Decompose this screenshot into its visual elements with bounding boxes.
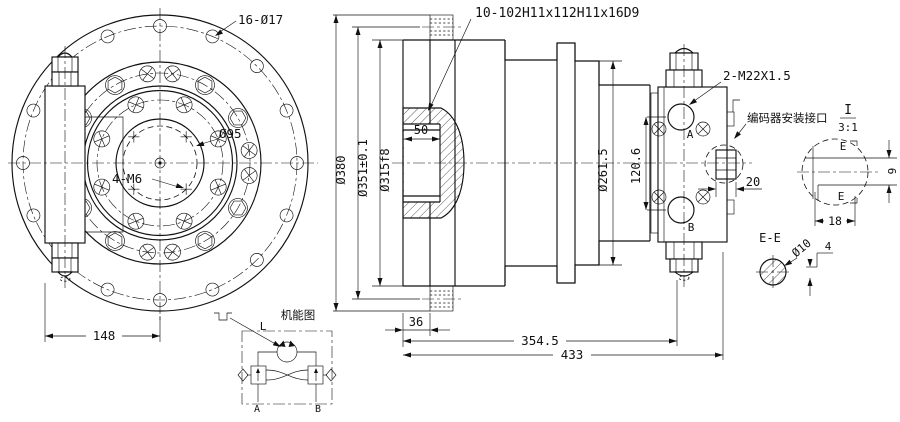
ee-pin-dia: Ø10 xyxy=(789,236,814,260)
label-port-b: B xyxy=(688,221,695,234)
dim-encoder-depth: 20 xyxy=(698,175,762,197)
dim-148: 148 xyxy=(93,328,116,343)
detail-view-i: E E 9 18 xyxy=(797,138,899,228)
schematic-port-b: B xyxy=(315,404,321,415)
encoder-note-label: 编码器安装接口 I 3:1 xyxy=(732,99,858,139)
ee-offset: 4 xyxy=(825,240,832,253)
label-bolt-pattern: 16-Ø17 xyxy=(238,12,283,27)
schematic-drain-label: L xyxy=(260,320,267,333)
section-dims-left: Ø380 Ø351±0.1 Ø315f8 xyxy=(333,14,430,312)
front-valve-block xyxy=(44,46,124,288)
spline-spec-label: 10-102H11x112H11x16D9 xyxy=(428,6,639,111)
label-pilot-circle: Ø95 xyxy=(219,126,242,141)
dim-dia-bolt-circle: Ø351±0.1 xyxy=(356,139,370,197)
ports-thread-label: 2-M22X1.5 xyxy=(689,68,791,105)
bottom-dimensions: 36 354.5 433 xyxy=(385,252,724,363)
section-mark-e-bottom: E xyxy=(838,190,845,203)
label-port-a: A xyxy=(687,128,694,141)
svg-text:20: 20 xyxy=(746,175,760,189)
section-mark-e-top: E xyxy=(840,140,847,153)
section-valve-block: A B xyxy=(650,44,744,288)
section-view: A B xyxy=(333,6,858,363)
dim-18: 18 xyxy=(828,214,842,228)
dim-dia-flange: Ø380 xyxy=(334,156,348,185)
dim-port-spacing: 120.6 xyxy=(629,116,666,211)
section-e-e: E-E Ø10 4 xyxy=(756,231,833,296)
dim-housing-dia: Ø261.5 xyxy=(596,60,622,266)
svg-text:编码器安装接口: 编码器安装接口 xyxy=(747,111,828,125)
flange-bolt-hole-bottom xyxy=(422,285,461,312)
port-a-hole xyxy=(667,103,695,131)
svg-text:Ø261.5: Ø261.5 xyxy=(596,148,610,191)
dim-354-5: 354.5 xyxy=(521,333,559,348)
detail-ref: I xyxy=(844,103,852,118)
flange-bolt-hole-top xyxy=(422,14,461,41)
front-labels: 16-Ø17 Ø95 4-M6 148 xyxy=(44,12,283,343)
label-tapped-holes: 4-M6 xyxy=(112,171,142,186)
schematic-title: 机能图 xyxy=(281,308,316,322)
hydraulic-schematic: 机能图 A B L xyxy=(214,308,337,415)
svg-text:50: 50 xyxy=(414,123,428,137)
svg-text:2-M22X1.5: 2-M22X1.5 xyxy=(723,68,791,83)
schematic-port-a: A xyxy=(254,404,260,415)
dim-36: 36 xyxy=(409,315,423,329)
encoder-interface xyxy=(704,144,744,184)
port-b-hole xyxy=(667,196,695,224)
drain-port-symbol xyxy=(214,312,232,321)
dim-433: 433 xyxy=(561,347,584,362)
front-view: 16-Ø17 Ø95 4-M6 148 xyxy=(8,8,318,343)
ee-title: E-E xyxy=(759,231,781,245)
detail-scale: 3:1 xyxy=(838,121,858,134)
spline-hub xyxy=(402,107,465,219)
svg-text:120.6: 120.6 xyxy=(629,148,643,184)
svg-text:10-102H11x112H11x16D9: 10-102H11x112H11x16D9 xyxy=(475,6,639,21)
dim-9: 9 xyxy=(886,168,899,175)
dim-dia-spigot: Ø315f8 xyxy=(378,148,392,191)
dim-spline-length: 50 xyxy=(404,123,440,142)
